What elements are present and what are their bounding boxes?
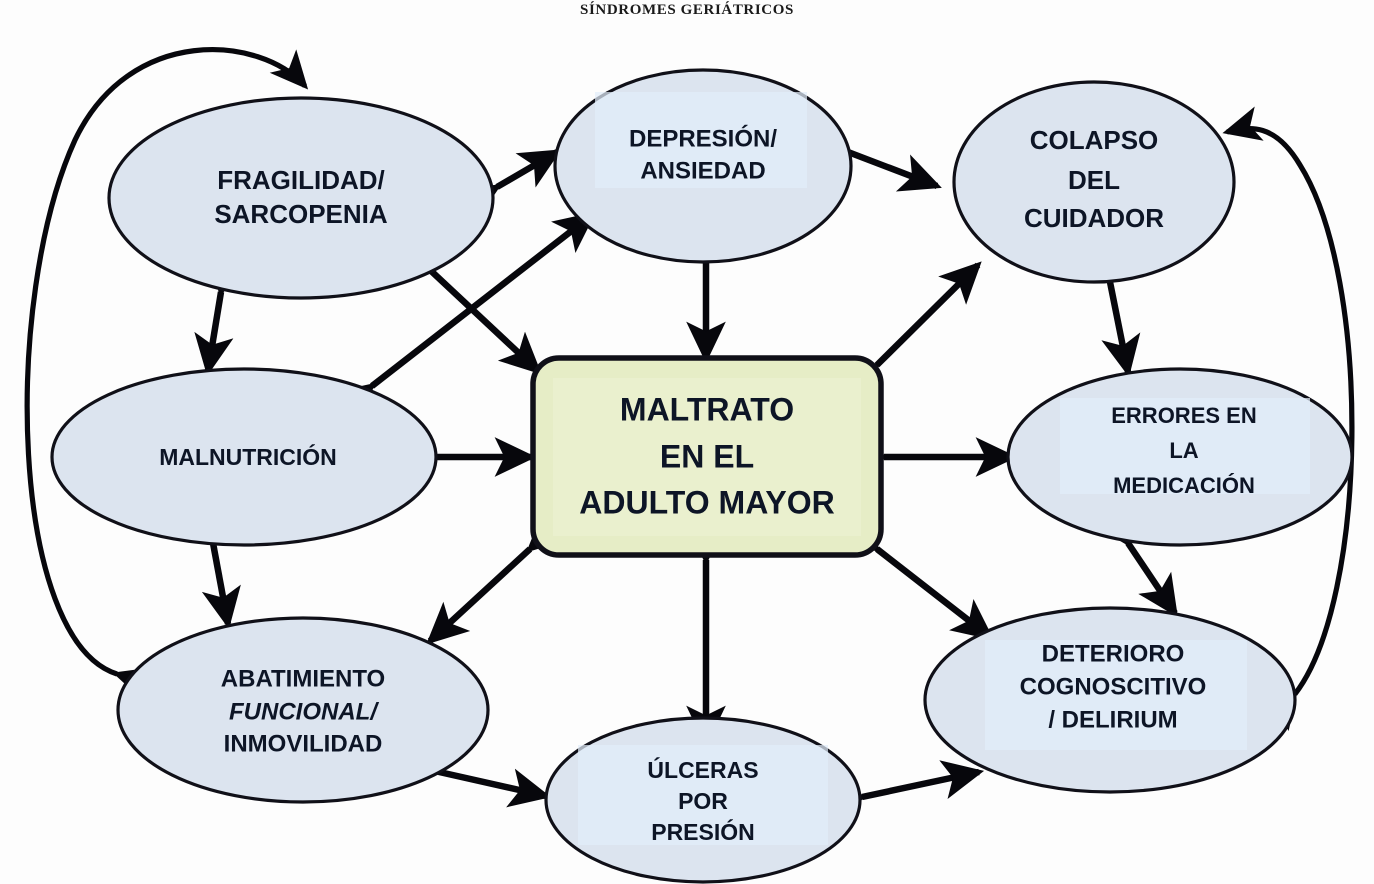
edge-colapso-errores bbox=[1082, 237, 1141, 378]
page-title: SÍNDROMES GERIÁTRICOS bbox=[580, 1, 794, 18]
edge-fragilidad-maltrato bbox=[388, 229, 542, 375]
malnutricion-label: MALNUTRICIÓN bbox=[159, 443, 337, 470]
edge-maltrato-abatimiento bbox=[426, 509, 571, 645]
malnutricion-shape bbox=[50, 367, 438, 547]
abatimiento-shape bbox=[116, 616, 490, 804]
edge-deterioro-colapso bbox=[1222, 106, 1355, 732]
edge-abatimiento-fragilidad bbox=[24, 47, 309, 702]
node-depresion[interactable]: DEPRESIÓN/ ANSIEDAD bbox=[553, 68, 853, 264]
maltrato-text-plate bbox=[553, 378, 861, 536]
maltrato-label-line3: ADULTO MAYOR bbox=[579, 484, 834, 520]
edge-errores-deterioro bbox=[1091, 501, 1178, 618]
errores-text-plate bbox=[1060, 398, 1310, 494]
colapso-shape bbox=[952, 80, 1236, 284]
abatimiento-label-line3: INMOVILIDAD bbox=[224, 730, 383, 757]
edge-ulceras-deterioro bbox=[822, 760, 985, 824]
node-maltrato-center[interactable]: MALTRATO EN EL ADULTO MAYOR bbox=[530, 355, 884, 558]
fragilidad-label-line1: FRAGILIDAD/ bbox=[217, 165, 385, 195]
ulceras-text-plate bbox=[578, 745, 828, 845]
edge-maltrato-colapso bbox=[837, 261, 982, 405]
node-deterioro[interactable]: DETERIORO COGNOSCITIVO / DELIRIUM bbox=[923, 606, 1297, 794]
colapso-label-line3: CUIDADOR bbox=[1024, 203, 1164, 233]
fragilidad-label-line2: SARCOPENIA bbox=[214, 199, 388, 229]
ulceras-label-line3: PRESIÓN bbox=[651, 818, 755, 845]
errores-label-line3: MEDICACIÓN bbox=[1113, 473, 1255, 498]
errores-label-line2: LA bbox=[1169, 438, 1198, 463]
node-malnutricion[interactable]: MALNUTRICIÓN bbox=[50, 367, 438, 547]
edge-malnutricion-abatimiento bbox=[186, 503, 241, 630]
edge-maltrato-deterioro bbox=[836, 510, 995, 641]
node-errores[interactable]: ERRORES EN LA MEDICACIÓN bbox=[1006, 367, 1354, 547]
maltrato-label-line2: EN EL bbox=[660, 438, 754, 474]
node-abatimiento[interactable]: ABATIMIENTO FUNCIONAL/ INMOVILIDAD bbox=[116, 616, 490, 804]
depresion-label-line1: DEPRESIÓN/ bbox=[629, 124, 777, 152]
ulceras-label-line1: ÚLCERAS bbox=[647, 756, 758, 783]
edge-depresion-colapso bbox=[806, 120, 942, 192]
edge-fragilidad-malnutricion bbox=[194, 252, 247, 377]
deterioro-label-line2: COGNOSCITIVO bbox=[1020, 673, 1207, 700]
deterioro-label-line1: DETERIORO bbox=[1042, 640, 1185, 667]
edge-layer bbox=[24, 47, 1355, 824]
node-colapso[interactable]: COLAPSO DEL CUIDADOR bbox=[952, 80, 1236, 284]
ulceras-label-line2: POR bbox=[678, 788, 728, 814]
fragilidad-shape bbox=[107, 96, 495, 300]
edge-malnutricion-depresion bbox=[331, 211, 597, 424]
edge-fragilidad-depresion bbox=[455, 149, 562, 223]
colapso-label-line1: COLAPSO bbox=[1030, 125, 1159, 155]
abatimiento-label-line2: FUNCIONAL/ bbox=[229, 698, 379, 725]
node-ulceras[interactable]: ÚLCERAS POR PRESIÓN bbox=[544, 716, 862, 884]
depresion-text-plate bbox=[595, 92, 807, 188]
node-fragilidad[interactable]: FRAGILIDAD/ SARCOPENIA bbox=[107, 96, 495, 300]
colapso-label-line2: DEL bbox=[1068, 165, 1120, 195]
errores-label-line1: ERRORES EN bbox=[1111, 403, 1256, 428]
deterioro-label-line3: / DELIRIUM bbox=[1048, 706, 1177, 733]
depresion-label-line2: ANSIEDAD bbox=[640, 157, 765, 184]
abatimiento-label-line1: ABATIMIENTO bbox=[221, 665, 385, 692]
maltrato-label-line1: MALTRATO bbox=[620, 391, 794, 427]
deterioro-text-plate bbox=[985, 640, 1247, 750]
